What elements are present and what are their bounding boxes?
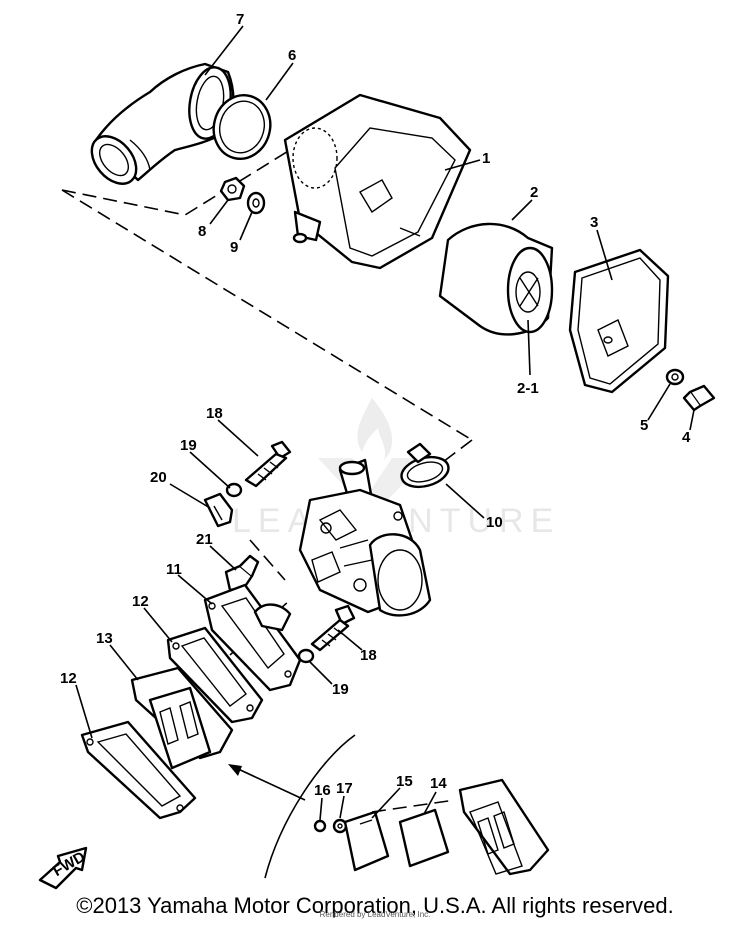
cover-washer-part bbox=[665, 368, 685, 386]
callout-4: 4 bbox=[682, 429, 691, 446]
air-cleaner-cover-part bbox=[568, 248, 670, 394]
washer-part bbox=[246, 191, 266, 215]
callout-14: 14 bbox=[430, 775, 447, 792]
hose-clamp-part bbox=[400, 442, 450, 489]
callout-6: 6 bbox=[288, 47, 296, 64]
callout-18-upper: 18 bbox=[206, 405, 223, 422]
callout-1: 1 bbox=[482, 150, 490, 167]
callout-3: 3 bbox=[590, 214, 598, 231]
callout-2-1: 2-1 bbox=[517, 380, 539, 397]
reed-valve-inset-part bbox=[458, 778, 550, 876]
callout-11: 11 bbox=[166, 561, 182, 578]
cover-screw-part bbox=[682, 384, 716, 412]
callout-7: 7 bbox=[236, 11, 244, 28]
callout-18-lower: 18 bbox=[360, 647, 377, 664]
gasket-upper-part bbox=[166, 626, 264, 724]
carburetor-part bbox=[298, 458, 432, 617]
reed-valve-part bbox=[130, 666, 234, 770]
clip-part bbox=[203, 492, 234, 528]
gasket-lower-part bbox=[80, 720, 197, 820]
washer-lower-part bbox=[297, 648, 315, 664]
callout-19-lower: 19 bbox=[332, 681, 349, 698]
reed-petal-part bbox=[398, 808, 450, 868]
callout-16: 16 bbox=[314, 782, 331, 799]
reed-stopper-part bbox=[343, 810, 390, 872]
air-filter-element-part bbox=[438, 222, 554, 336]
copyright-notice: ©2013 Yamaha Motor Corporation, U.S.A. A… bbox=[76, 893, 674, 918]
callout-2: 2 bbox=[530, 184, 538, 201]
air-cleaner-case-part bbox=[283, 93, 472, 270]
callout-8: 8 bbox=[198, 223, 206, 240]
nut-part bbox=[219, 176, 246, 202]
callout-5: 5 bbox=[640, 417, 648, 434]
o-ring-part bbox=[212, 94, 272, 160]
bolt-lower-part bbox=[310, 604, 356, 652]
bolt-upper-part bbox=[244, 440, 292, 488]
rendered-by-credit: Rendered by LeadVenture, Inc. bbox=[319, 910, 431, 919]
callout-numbers: 7 6 1 2 3 8 9 2-1 5 4 18 19 20 10 21 11 … bbox=[60, 11, 691, 799]
callout-13: 13 bbox=[96, 630, 113, 647]
callout-10: 10 bbox=[486, 514, 503, 531]
callout-12-lower: 12 bbox=[60, 670, 77, 687]
intake-manifold-part bbox=[203, 583, 302, 692]
callout-20: 20 bbox=[150, 469, 167, 486]
forward-direction-arrow: FWD bbox=[38, 846, 88, 890]
callout-12-upper: 12 bbox=[132, 593, 149, 610]
callout-19-upper: 19 bbox=[180, 437, 197, 454]
reed-screw-part bbox=[313, 819, 327, 833]
callout-9-upper: 9 bbox=[230, 239, 238, 256]
reed-valve-detail-inset bbox=[228, 734, 356, 879]
callout-21: 21 bbox=[196, 531, 213, 548]
washer-upper-part bbox=[225, 482, 243, 498]
callout-15: 15 bbox=[396, 773, 413, 790]
leader-lines bbox=[75, 25, 695, 821]
callout-17: 17 bbox=[336, 780, 353, 797]
